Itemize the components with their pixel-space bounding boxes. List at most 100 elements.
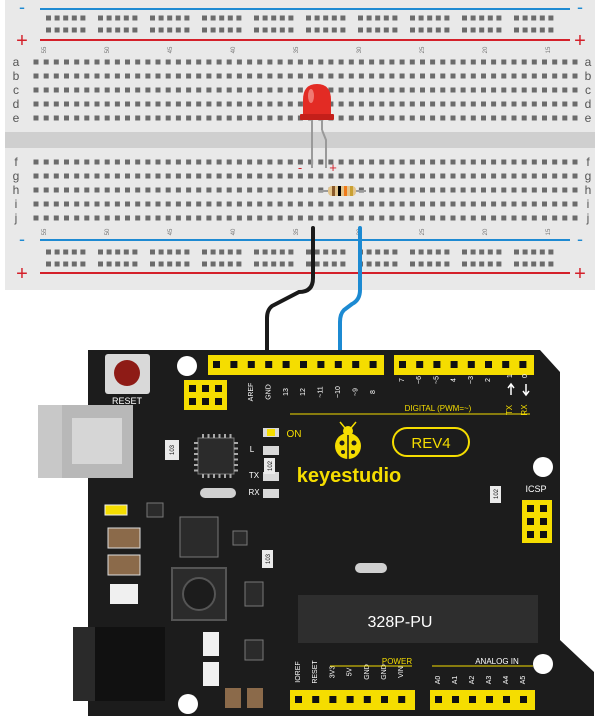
breadboard-hole <box>53 215 59 221</box>
breadboard-hole <box>562 87 568 93</box>
regulator-chip <box>179 516 219 558</box>
breadboard-hole <box>43 159 49 165</box>
top-left-plus: + <box>16 30 28 52</box>
analog-pin-label: A5 <box>520 676 527 685</box>
breadboard-hole <box>440 201 446 207</box>
bottom-left-plus: + <box>16 263 28 285</box>
transistor-1 <box>244 581 264 607</box>
digital-pin-label: 0 <box>522 374 529 378</box>
rail-hole <box>80 15 86 21</box>
rx-label: RX <box>248 488 260 497</box>
breadboard-hole <box>501 173 507 179</box>
breadboard-hole <box>460 201 466 207</box>
rail-hole <box>306 27 311 33</box>
rail-hole <box>184 261 190 267</box>
rail-hole <box>210 27 216 33</box>
breadboard-hole <box>470 59 476 65</box>
row-letter: h <box>585 183 592 197</box>
digital-header-holes <box>213 361 527 368</box>
breadboard-hole <box>186 73 192 79</box>
row-letter: f <box>586 155 590 169</box>
breadboard-hole <box>287 187 293 193</box>
rail-hole <box>158 249 164 255</box>
breadboard-hole <box>125 187 130 193</box>
breadboard-hole <box>501 73 507 79</box>
breadboard-hole <box>542 101 547 107</box>
rail-hole <box>323 261 329 267</box>
rail-hole <box>115 249 121 255</box>
breadboard-hole <box>338 101 344 107</box>
breadboard-hole <box>399 87 405 93</box>
breadboard-hole <box>175 173 181 179</box>
rail-hole <box>227 15 233 21</box>
rail-hole <box>548 27 554 33</box>
ladybug-spot <box>339 440 345 446</box>
column-number: 15 <box>546 46 552 53</box>
breadboard-hole <box>226 159 232 165</box>
rail-hole <box>435 27 441 33</box>
rail-hole <box>514 261 519 267</box>
breadboard-hole <box>53 101 59 107</box>
breadboard-hole <box>389 115 395 121</box>
digital-pin-label: ~10 <box>335 386 342 398</box>
cap-brown-3 <box>225 688 241 708</box>
breadboard-hole <box>338 215 344 221</box>
reset-button[interactable] <box>114 360 140 386</box>
chip-pin <box>234 464 238 466</box>
icsp-pin <box>189 398 196 405</box>
column-number: 25 <box>420 46 426 53</box>
breadboard-hole <box>369 173 375 179</box>
breadboard-hole <box>196 73 202 79</box>
breadboard-hole <box>450 101 456 107</box>
breadboard-hole <box>542 115 547 121</box>
rail-hole <box>80 261 86 267</box>
breadboard-hole <box>64 187 69 193</box>
breadboard-hole <box>491 159 497 165</box>
header-pin <box>300 361 307 368</box>
breadboard-hole <box>287 159 293 165</box>
header-pin <box>469 696 476 703</box>
rail-hole <box>435 15 441 21</box>
breadboard-hole <box>186 187 192 193</box>
column-number: 30 <box>357 46 363 53</box>
breadboard-hole <box>145 115 151 121</box>
chip-pin <box>207 434 210 438</box>
rail-hole <box>288 15 294 21</box>
rail-hole <box>167 261 173 267</box>
rail-hole <box>487 261 493 267</box>
breadboard-hole <box>43 201 49 207</box>
chip-pin <box>194 464 198 466</box>
rail-hole <box>539 27 545 33</box>
top-right-plus: + <box>574 30 586 52</box>
rail-hole <box>323 27 329 33</box>
power-pin-label: VIN <box>398 666 405 678</box>
digital-header-left <box>208 355 384 375</box>
breadboard-hole <box>501 87 507 93</box>
breadboard-hole <box>562 173 568 179</box>
row-letter: c <box>585 83 591 97</box>
rail-hole <box>366 15 372 21</box>
rail-hole <box>470 249 476 255</box>
breadboard-hole <box>196 115 202 121</box>
breadboard-hole <box>43 187 49 193</box>
rail-hole <box>366 261 372 267</box>
breadboard-hole <box>531 201 537 207</box>
breadboard-hole <box>94 73 100 79</box>
breadboard-hole <box>43 215 49 221</box>
breadboard-hole <box>409 101 415 107</box>
rail-hole <box>279 27 285 33</box>
rail-hole <box>63 249 69 255</box>
breadboard-hole <box>125 73 130 79</box>
rail-hole <box>46 27 51 33</box>
breadboard-hole <box>369 115 375 121</box>
breadboard-hole <box>236 159 242 165</box>
breadboard-hole <box>257 101 263 107</box>
rail-hole <box>46 249 51 255</box>
header-pin <box>312 696 320 703</box>
icsp-header-right <box>522 500 552 543</box>
icsp-pin <box>527 531 534 538</box>
breadboard-hole <box>409 115 415 121</box>
breadboard-hole <box>430 87 436 93</box>
rail-hole <box>522 249 528 255</box>
rail-hole <box>496 27 502 33</box>
